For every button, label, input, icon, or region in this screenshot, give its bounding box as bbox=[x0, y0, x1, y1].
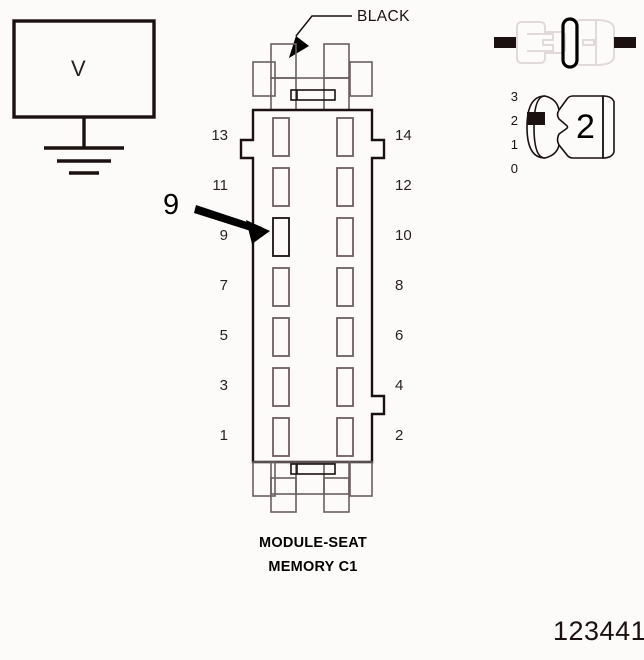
connector-body-outline bbox=[239, 108, 386, 464]
pin-label-1: 1 bbox=[219, 427, 228, 444]
pin-slot-4 bbox=[336, 367, 354, 407]
cavity-scale-label-3: 3 bbox=[510, 89, 518, 104]
cavity-scale-label-1: 1 bbox=[510, 137, 518, 152]
connector-top-latch bbox=[252, 43, 373, 111]
pin-slot-3 bbox=[272, 367, 290, 407]
earth-ground-icon bbox=[44, 146, 124, 175]
cavity-scale-label-2: 2 bbox=[510, 113, 518, 128]
figure-id-number: 123441 bbox=[553, 616, 644, 646]
pin-label-7: 7 bbox=[219, 277, 228, 294]
connector-pin-slots bbox=[272, 117, 354, 457]
pin-slot-1 bbox=[272, 417, 290, 457]
connector-caption-line1: MODULE-SEAT bbox=[258, 535, 367, 551]
pin-slot-8 bbox=[336, 267, 354, 307]
pin-label-2: 2 bbox=[395, 427, 404, 444]
pin-slot-11 bbox=[272, 167, 290, 207]
cavity-position-marker bbox=[527, 112, 545, 125]
pin-slot-13 bbox=[272, 117, 290, 157]
pin-label-5: 5 bbox=[219, 327, 228, 344]
connector-bottom-latch bbox=[252, 461, 373, 513]
pin-9-callout-label: 9 bbox=[163, 189, 180, 221]
pin-slot-2 bbox=[336, 417, 354, 457]
pin-label-6: 6 bbox=[395, 327, 404, 344]
cavity-number-label: 2 bbox=[576, 108, 595, 146]
black-wire-label: BLACK bbox=[357, 8, 410, 25]
cavity-detail-icon bbox=[526, 95, 615, 159]
pin-label-12: 12 bbox=[395, 177, 412, 194]
pin-slot-6 bbox=[336, 317, 354, 357]
voltmeter-symbol bbox=[12, 19, 156, 148]
pin-slot-9 bbox=[272, 217, 290, 257]
pin-slot-5 bbox=[272, 317, 290, 357]
pin-9-callout-arrow bbox=[194, 205, 270, 244]
pin-slot-12 bbox=[336, 167, 354, 207]
pin-label-14: 14 bbox=[395, 127, 412, 144]
pin-label-13: 13 bbox=[211, 127, 228, 144]
pin-label-8: 8 bbox=[395, 277, 404, 294]
connector-caption-line2: MEMORY C1 bbox=[268, 559, 358, 575]
black-wire-leader-line bbox=[289, 15, 352, 58]
pin-label-4: 4 bbox=[395, 377, 404, 394]
mated-connector-pair-icon bbox=[494, 17, 636, 69]
seal-ring-highlight bbox=[561, 17, 579, 69]
pin-slot-10 bbox=[336, 217, 354, 257]
pin-label-9: 9 bbox=[219, 227, 228, 244]
pin-label-3: 3 bbox=[219, 377, 228, 394]
voltmeter-symbol-letter: V bbox=[71, 56, 86, 81]
pin-label-10: 10 bbox=[395, 227, 412, 244]
pin-slot-7 bbox=[272, 267, 290, 307]
pin-slot-14 bbox=[336, 117, 354, 157]
cavity-scale-label-0: 0 bbox=[510, 161, 518, 176]
pin-label-11: 11 bbox=[212, 177, 228, 194]
